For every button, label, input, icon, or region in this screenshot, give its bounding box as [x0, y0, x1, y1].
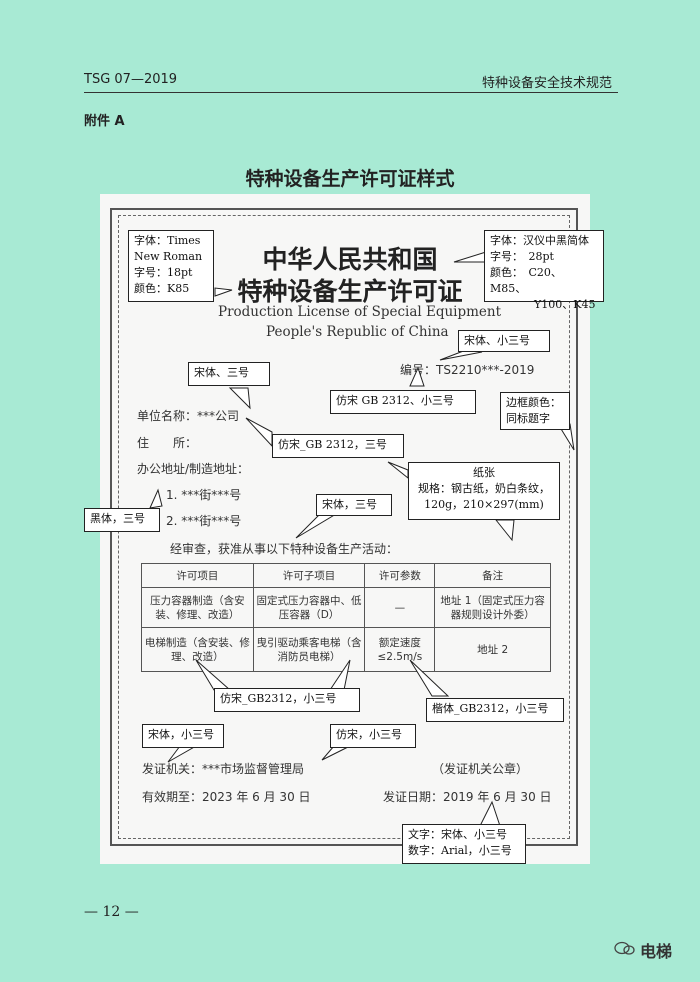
pointer — [295, 513, 338, 539]
note-fangsong-xs3b: 仿宋，小三号 — [330, 724, 416, 748]
cert-title-line2: 特种设备生产许可证 — [237, 277, 463, 306]
pointer — [409, 366, 425, 387]
note-times-font: 字体：Times New Roman 字号：18pt 颜色：K85 — [128, 230, 214, 302]
note-text-number-font: 文字：宋体、小三号 数字：Arial，小三号 — [402, 824, 526, 864]
header-right: 特种设备安全技术规范 — [482, 76, 613, 91]
cert-seal: （发证机关公章） — [432, 762, 529, 776]
table-cell: 曳引驱动乘客电梯（含消防员电梯） — [252, 627, 366, 672]
cert-valid-until: 有效期至：2023 年 6 月 30 日 — [142, 790, 311, 804]
cert-address-2: 2. ***街***号 — [166, 514, 242, 528]
table-cell: 地址 2 — [434, 627, 551, 672]
table-row: 电梯制造（含安装、修理、改造） 曳引驱动乘客电梯（含消防员电梯） 额定速度≤2.… — [141, 627, 551, 672]
pointer — [245, 417, 273, 448]
page-title: 特种设备生产许可证样式 — [245, 168, 455, 190]
cert-address-1: 1. ***街***号 — [166, 488, 242, 502]
note-hanyi-font: 字体：汉仪中黑简体 字号： 28pt 颜色： C20、M85、 Y100、K45 — [484, 230, 604, 311]
pointer — [453, 251, 487, 263]
cert-issue-date: 发证日期：2019 年 6 月 30 日 — [383, 790, 552, 804]
table-header-row: 许可项目 许可子项目 许可参数 备注 — [141, 563, 551, 588]
table-header: 许可子项目 — [252, 563, 366, 588]
table-header: 许可项目 — [141, 563, 254, 588]
table-header: 备注 — [434, 563, 551, 588]
pointer — [321, 745, 351, 761]
note-fangsong-3: 仿宋_GB 2312，三号 — [272, 434, 404, 458]
table-row: 压力容器制造（含安装、修理、改造） 固定式压力容器中、低压容器（D） — 地址 … — [141, 587, 551, 628]
pointer — [149, 488, 163, 509]
cert-english-line1: Production License of Special Equipment — [218, 304, 502, 320]
pointer — [387, 461, 409, 480]
pointer — [228, 387, 251, 410]
pointer — [329, 659, 351, 691]
cert-unit-name: 单位名称：***公司 — [137, 409, 240, 423]
note-paper-spec: 纸张 规格：钢古纸，奶白条纹， 120g，210×297(mm) — [408, 462, 560, 520]
note-fangsong-gb: 仿宋 GB 2312、小三号 — [330, 390, 476, 414]
table-header: 许可参数 — [364, 563, 436, 588]
header-rule — [84, 92, 618, 93]
table-cell: 压力容器制造（含安装、修理、改造） — [141, 587, 254, 628]
note-songti-xs3: 宋体、小三号 — [458, 330, 550, 352]
pointer — [479, 800, 501, 827]
pointer — [167, 745, 198, 763]
header-left: TSG 07—2019 — [84, 72, 178, 87]
watermark-text: 电梯 — [640, 942, 673, 961]
note-songti-3: 宋体、三号 — [188, 362, 270, 386]
pointer — [494, 519, 515, 542]
page-number: — 12 — — [84, 904, 139, 920]
table-cell: — — [364, 587, 436, 628]
note-heiti: 黑体，三号 — [84, 508, 160, 532]
table-cell: 固定式压力容器中、低压容器（D） — [252, 587, 366, 628]
wechat-icon — [614, 940, 636, 955]
cert-activity: 经审查，获准从事以下特种设备生产活动： — [170, 542, 399, 556]
table-cell: 额定速度≤2.5m/s — [364, 627, 436, 672]
pointer — [409, 659, 450, 697]
pointer — [214, 287, 233, 297]
cert-number: 编号：TS2210***-2019 — [400, 363, 535, 377]
cert-issuer: 发证机关：***市场监督管理局 — [142, 762, 305, 776]
table-cell: 电梯制造（含安装、修理、改造） — [141, 627, 254, 672]
cert-office-address: 办公地址/制造地址： — [137, 462, 250, 476]
note-kaiti: 楷体_GB2312，小三号 — [426, 698, 564, 722]
cert-address: 住 所： — [137, 436, 198, 450]
appendix-label: 附件 A — [84, 114, 125, 129]
cert-title-line1: 中华人民共和国 — [262, 245, 438, 274]
pointer — [195, 659, 232, 691]
table-cell: 地址 1（固定式压力容器规则设计外委） — [434, 587, 551, 628]
note-border-color: 边框颜色： 同标题字 — [500, 392, 570, 430]
note-songti-xs3b: 宋体，小三号 — [142, 724, 224, 748]
note-fangsong-xs3: 仿宋_GB2312，小三号 — [214, 688, 360, 712]
note-songti-3b: 宋体，三号 — [316, 494, 392, 516]
permit-table: 许可项目 许可子项目 许可参数 备注 压力容器制造（含安装、修理、改造） 固定式… — [141, 563, 551, 672]
cert-english-line2: People's Republic of China — [266, 324, 449, 340]
